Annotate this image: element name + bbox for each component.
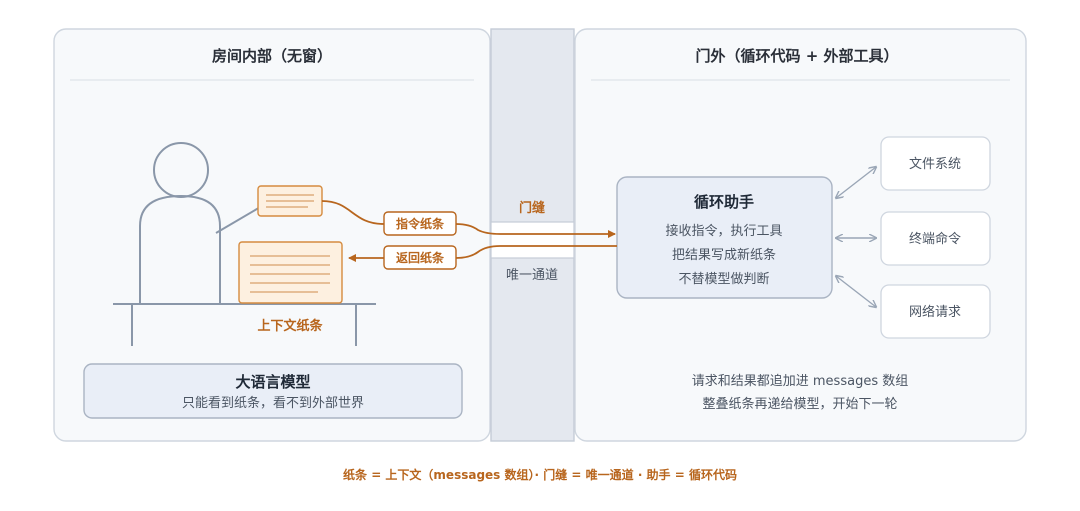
return-tag-label: 返回纸条 xyxy=(396,250,445,265)
instruction-tag-label: 指令纸条 xyxy=(396,216,445,231)
person-figure-icon xyxy=(139,142,263,304)
arrow-to-file-system xyxy=(836,167,876,198)
door-channel-label: 唯一通道 xyxy=(506,268,558,283)
outside-note-line-2: 整叠纸条再递给模型，开始下一轮 xyxy=(702,396,897,412)
footer-caption: 纸条 = 上下文（messages 数组）· 门缝 = 唯一通道 · 助手 = … xyxy=(343,467,737,482)
context-note-label: 上下文纸条 xyxy=(257,318,323,334)
desk xyxy=(113,303,376,346)
arrow-to-network xyxy=(836,276,876,307)
room-panel: 房间内部（无窗） 上下文纸条 xyxy=(53,28,491,442)
assistant-line-1: 接收指令，执行工具 xyxy=(665,223,782,239)
outside-panel: 门外（循环代码 + 外部工具） 循环助手 接收指令，执行工具 把结果写成新纸条 … xyxy=(574,28,1027,442)
llm-title: 大语言模型 xyxy=(235,373,310,391)
return-line xyxy=(455,245,617,259)
tool-terminal: 终端命令 xyxy=(880,211,991,266)
outside-note-line-1: 请求和结果都追加进 messages 数组 xyxy=(692,373,908,389)
context-paper xyxy=(238,241,343,304)
instruction-connector xyxy=(321,200,385,225)
assistant-box: 循环助手 接收指令，执行工具 把结果写成新纸条 不替模型做判断 xyxy=(616,176,833,299)
return-tag: 返回纸条 xyxy=(383,245,457,270)
tool-file-system-label: 文件系统 xyxy=(909,157,961,172)
instruction-arrow xyxy=(455,223,616,238)
door-column: 门缝 唯一通道 xyxy=(490,28,575,442)
assistant-line-3: 不替模型做判断 xyxy=(678,272,769,287)
assistant-line-2: 把结果写成新纸条 xyxy=(672,247,776,263)
door-gap-label: 门缝 xyxy=(519,200,545,216)
assistant-title: 循环助手 xyxy=(694,193,754,211)
llm-box: 大语言模型 只能看到纸条，看不到外部世界 xyxy=(83,363,463,419)
tool-network: 网络请求 xyxy=(880,284,991,339)
llm-subtitle: 只能看到纸条，看不到外部世界 xyxy=(182,395,364,411)
tool-file-system: 文件系统 xyxy=(880,136,991,191)
room-title: 房间内部（无窗） xyxy=(212,47,332,65)
tool-terminal-label: 终端命令 xyxy=(909,231,961,247)
outside-title: 门外（循环代码 + 外部工具） xyxy=(695,47,898,65)
instruction-tag: 指令纸条 xyxy=(383,211,457,236)
tool-network-label: 网络请求 xyxy=(909,304,961,320)
instruction-paper xyxy=(257,185,323,217)
